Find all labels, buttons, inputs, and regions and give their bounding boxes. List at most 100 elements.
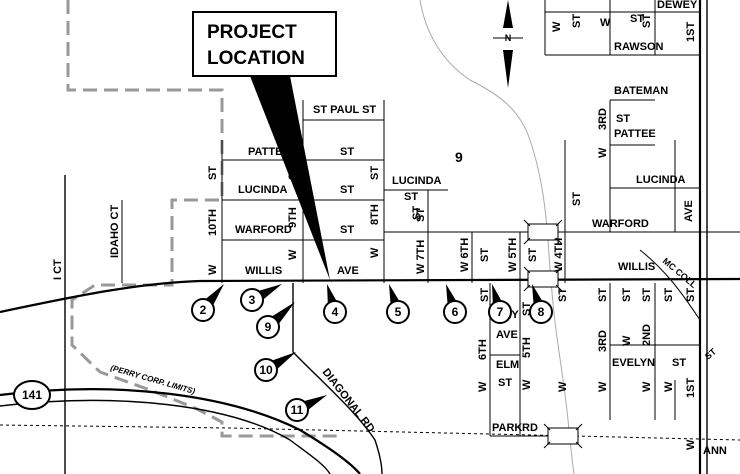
bridge-park — [543, 423, 583, 449]
marker-number: 9 — [265, 320, 272, 334]
label-lucinda-1: LUCINDA — [238, 184, 288, 196]
label-first: 1ST — [685, 378, 697, 398]
label-eighth-st: ST — [369, 166, 381, 180]
north-arrow: N — [493, 0, 523, 88]
label-w-e1: W — [621, 335, 633, 346]
label-seventh: W 7TH — [415, 240, 427, 274]
label-third-top: 3RD — [597, 108, 609, 130]
label-tenth-w: W — [207, 264, 219, 275]
label-elm: ELM — [496, 359, 519, 371]
label-w-e3: W — [663, 381, 675, 392]
label-ann: ANN — [703, 445, 727, 457]
label-st-e1: ST — [630, 13, 644, 25]
marker-number: 10 — [259, 363, 273, 377]
project-location-callout: PROJECT LOCATION — [192, 11, 337, 280]
label-tenth: 10TH — [207, 209, 219, 236]
city-limits-boundary — [66, 0, 340, 438]
rail-line — [0, 424, 740, 441]
marker-number: 7 — [497, 305, 504, 319]
label-ave-1: AVE — [337, 265, 359, 277]
label-sixth-s-w: W — [477, 381, 489, 392]
label-fifth-s-w: W — [521, 379, 533, 390]
marker-number: 3 — [249, 293, 256, 307]
label-sixth-st: ST — [479, 248, 491, 262]
label-evelyn-st: ST — [672, 357, 686, 369]
location-marker-4: 4 — [323, 284, 347, 324]
label-dewey: DEWEY — [657, 0, 698, 11]
callout-pointer — [250, 76, 330, 280]
marker-circle — [285, 398, 309, 422]
highway-141-road — [0, 388, 361, 474]
marker-circle — [386, 300, 410, 324]
highway-shield-number: 141 — [22, 388, 42, 402]
marker-number: 11 — [291, 403, 304, 417]
label-st-pattee: ST — [616, 113, 630, 125]
label-pattee-1: PATTEE — [248, 146, 290, 158]
label-third-top-w: W — [597, 147, 609, 158]
label-eighth: 8TH — [369, 204, 381, 225]
label-first-w: W — [641, 381, 653, 392]
north-arrow-label: N — [505, 33, 512, 43]
marker-circle — [529, 300, 553, 324]
label-willis-1: WILLIS — [245, 265, 282, 277]
label-seventh-st: ST — [415, 208, 427, 222]
label-warford-1: WARFORD — [235, 224, 292, 236]
marker-number: 4 — [332, 305, 339, 319]
label-ninth: 9TH — [287, 207, 299, 228]
location-marker-11: 11 — [285, 395, 327, 422]
bridge-willis — [523, 266, 563, 292]
label-fourth-st: ST — [571, 192, 583, 206]
label-first-st: ST — [703, 346, 719, 361]
label-st-e5: ST — [557, 288, 569, 302]
label-st-e4: ST — [685, 288, 697, 302]
label-park: PARK — [492, 422, 522, 434]
callout-line2: LOCATION — [207, 48, 305, 69]
label-third-w: W — [597, 381, 609, 392]
label-i-ct: I CT — [52, 259, 64, 280]
label-pattee-2: PATTEE — [614, 128, 656, 140]
label-st-e2: ST — [411, 206, 423, 220]
marker-circle — [488, 300, 512, 324]
label-bateman: BATEMAN — [614, 85, 668, 97]
location-marker-10: 10 — [254, 352, 296, 382]
marker-number: 2 — [200, 303, 207, 317]
label-warford-1-st: ST — [340, 224, 354, 236]
label-second-st: ST — [663, 288, 675, 302]
label-ninth-w: W — [287, 249, 299, 260]
label-third: 3RD — [597, 330, 609, 352]
willis-avenue-road — [0, 277, 740, 314]
location-marker-7: 7 — [488, 284, 512, 324]
label-idaho-ct: IDAHO CT — [109, 205, 121, 258]
section-number: 9 — [455, 149, 463, 165]
diagonal-road — [292, 283, 383, 474]
marker-circle — [254, 358, 278, 382]
label-w-top2: W — [600, 17, 611, 29]
label-evelyn: EVELYN — [612, 357, 655, 369]
label-w-e4: W — [685, 439, 697, 450]
label-st-top: ST — [571, 14, 583, 28]
label-st-sw: ST — [479, 288, 491, 302]
label-st-paul: ST PAUL ST — [313, 104, 376, 116]
label-park-rd: RD — [522, 422, 538, 434]
label-ave-3: AVE — [683, 200, 695, 222]
label-fourth: W 4TH — [553, 238, 565, 272]
label-rawson: RAWSON — [614, 41, 664, 53]
label-st-sw2: ST — [597, 288, 609, 302]
location-marker-2: 2 — [191, 284, 224, 322]
label-fifth-st: ST — [527, 248, 539, 262]
marker-circle — [240, 288, 264, 312]
label-st-mid: ST — [641, 14, 653, 28]
label-eighth-w: W — [369, 247, 381, 258]
label-sixth-s: 6TH — [477, 339, 489, 360]
label-warford-2: WARFORD — [592, 218, 649, 230]
label-willis-2: WILLIS — [618, 261, 655, 273]
location-marker-9: 9 — [256, 302, 295, 339]
marker-number: 8 — [538, 305, 545, 319]
label-fifth-s: 5TH — [521, 337, 533, 358]
highway-141-road-2 — [0, 399, 331, 474]
location-marker-8: 8 — [529, 284, 553, 324]
label-ave-s: AVE — [496, 329, 518, 341]
label-first-top: 1ST — [685, 22, 697, 42]
